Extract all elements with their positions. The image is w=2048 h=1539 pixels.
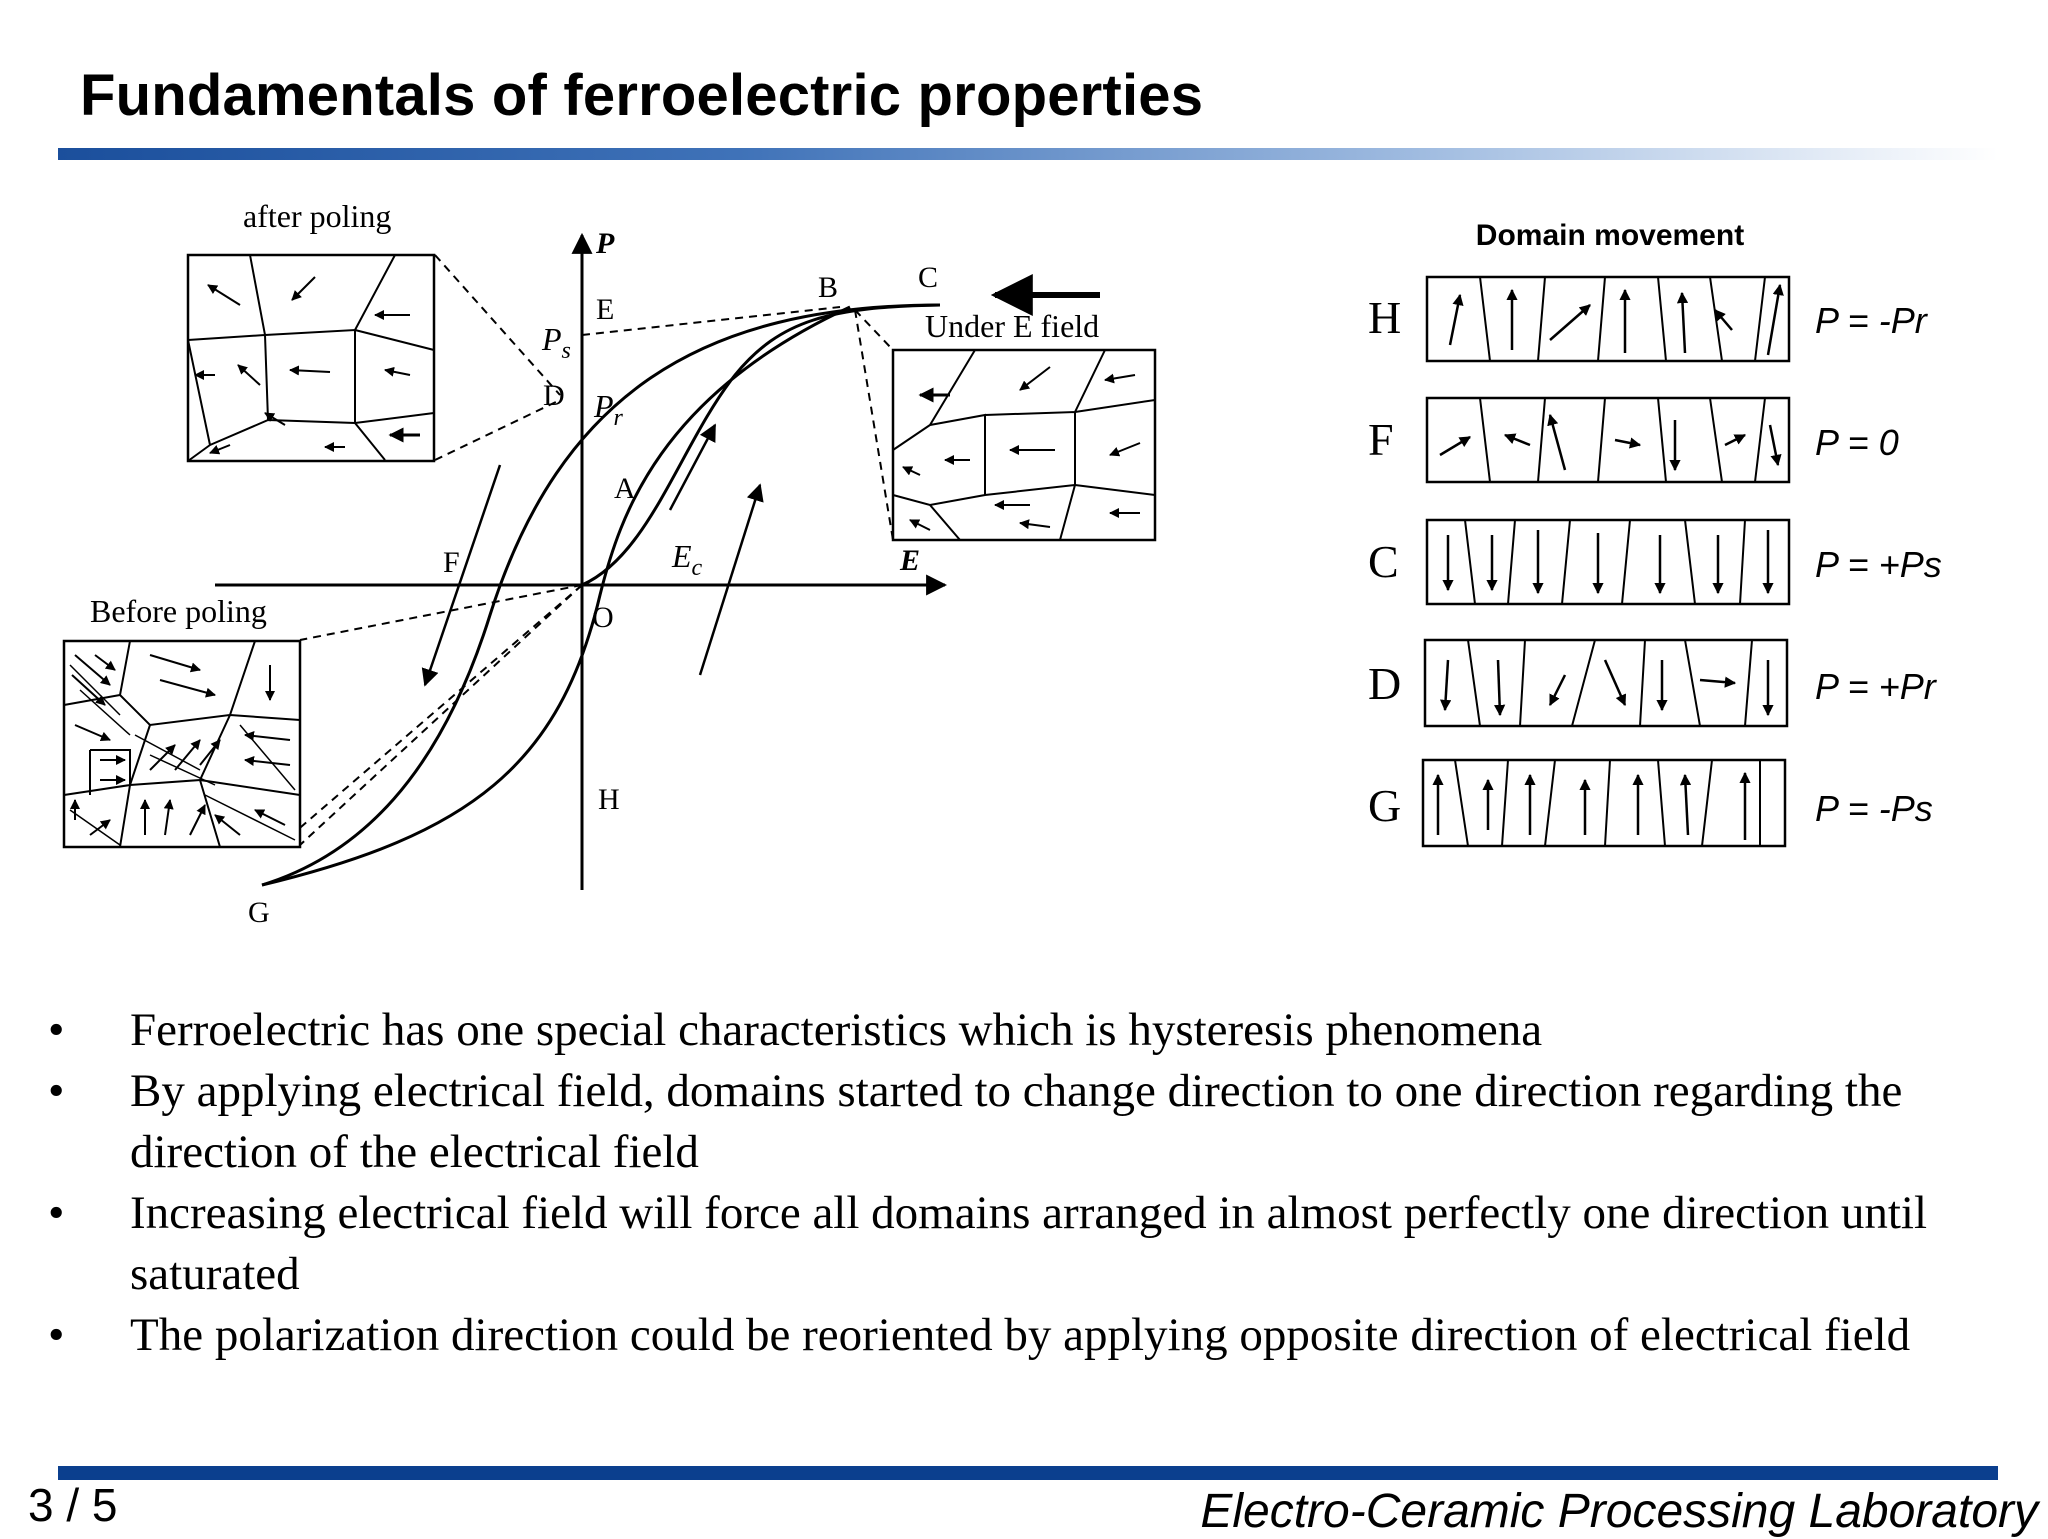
bullet-marker: • [48, 1187, 65, 1239]
after-poling-leader-1 [434, 254, 561, 396]
label-c: C [918, 261, 938, 294]
p-axis-label: P [595, 227, 615, 260]
inset-after-poling [186, 253, 436, 463]
bullet-text: Ferroelectric has one special characteri… [130, 1004, 1543, 1056]
domain-movement-panel: Domain movement H P = -Pr F [1340, 215, 1980, 865]
dm-row-d-domains [1423, 638, 1789, 728]
label-e: E [596, 293, 614, 326]
footer-lab-name: Electro-Ceramic Processing Laboratory [1200, 1485, 2038, 1538]
before-poling-leader-2 [299, 584, 583, 846]
label-h: H [598, 783, 620, 816]
up-arrow-virgin [668, 423, 717, 511]
under-field-leader-1 [854, 309, 894, 351]
dm-row-f-domains [1425, 396, 1791, 484]
dm-row-label-c: C [1368, 536, 1399, 587]
bullet-item: • By applying electrical field, domains … [40, 1061, 2020, 1183]
inset-after-poling-label: after poling [243, 198, 391, 234]
page-number: 3 / 5 [28, 1479, 118, 1531]
dm-row-h-domains [1425, 275, 1791, 363]
loop-upper-branch [261, 303, 941, 887]
loop-lower-branch [261, 305, 851, 887]
inset-before-poling-label: Before poling [90, 593, 267, 629]
bullet-item: • The polarization direction could be re… [40, 1305, 2020, 1366]
inset-before-poling [62, 639, 302, 849]
bullet-item: • Ferroelectric has one special characte… [40, 1000, 2020, 1061]
virgin-curve [581, 303, 941, 587]
slide-title: Fundamentals of ferroelectric properties [80, 63, 1204, 128]
label-a: A [614, 472, 636, 505]
label-b: B [818, 271, 838, 304]
ps-extrapolation [581, 306, 841, 336]
dm-row-c-domains [1425, 518, 1791, 606]
bullet-marker: • [48, 1065, 65, 1117]
ps-label: Ps [541, 321, 571, 364]
domain-movement-svg: Domain movement H P = -Pr F [1368, 219, 1942, 848]
ec-label: Ec [671, 538, 703, 581]
label-g: G [248, 896, 270, 929]
before-poling-leader-1 [299, 584, 583, 641]
down-arrow-left [421, 464, 502, 687]
bullet-text: Increasing electrical field will force a… [130, 1187, 1928, 1300]
hysteresis-svg: P E B C E D A F O H G Ps Pr Ec after p [62, 198, 1157, 929]
label-o: O [592, 601, 614, 634]
origin-to-g-dashed [279, 584, 583, 846]
label-f: F [443, 546, 460, 579]
dm-row-value-g: P = -Ps [1815, 788, 1933, 829]
bullet-item: • Increasing electrical field will force… [40, 1183, 2020, 1305]
inset-under-field [891, 348, 1157, 542]
dm-row-label-g: G [1368, 780, 1401, 831]
dm-row-value-c: P = +Ps [1815, 544, 1942, 585]
dm-row-label-h: H [1368, 292, 1401, 343]
label-d: D [543, 379, 565, 412]
up-arrow-right [698, 483, 764, 676]
dm-row-value-h: P = -Pr [1815, 300, 1929, 341]
footer-bar [58, 1466, 1998, 1480]
hysteresis-diagram: P E B C E D A F O H G Ps Pr Ec after p [0, 195, 1340, 955]
pr-label: Pr [593, 388, 624, 431]
bullet-list: • Ferroelectric has one special characte… [40, 1000, 2020, 1366]
bullet-text: The polarization direction could be reor… [130, 1309, 1911, 1361]
after-poling-leader-2 [434, 399, 561, 461]
dm-row-value-d: P = +Pr [1815, 666, 1938, 707]
inset-under-field-label: Under E field [925, 308, 1099, 344]
bullet-marker: • [48, 1309, 65, 1361]
dm-row-value-f: P = 0 [1815, 422, 1899, 463]
domain-movement-title: Domain movement [1476, 219, 1744, 252]
bullet-marker: • [48, 1004, 65, 1056]
dm-row-label-f: F [1368, 414, 1394, 465]
under-field-leader-2 [854, 309, 894, 541]
e-axis-label: E [899, 544, 920, 577]
title-underline-bar [58, 148, 1998, 160]
dm-row-label-d: D [1368, 658, 1401, 709]
dm-row-g-domains [1421, 758, 1787, 848]
bullet-text: By applying electrical field, domains st… [130, 1065, 1903, 1178]
